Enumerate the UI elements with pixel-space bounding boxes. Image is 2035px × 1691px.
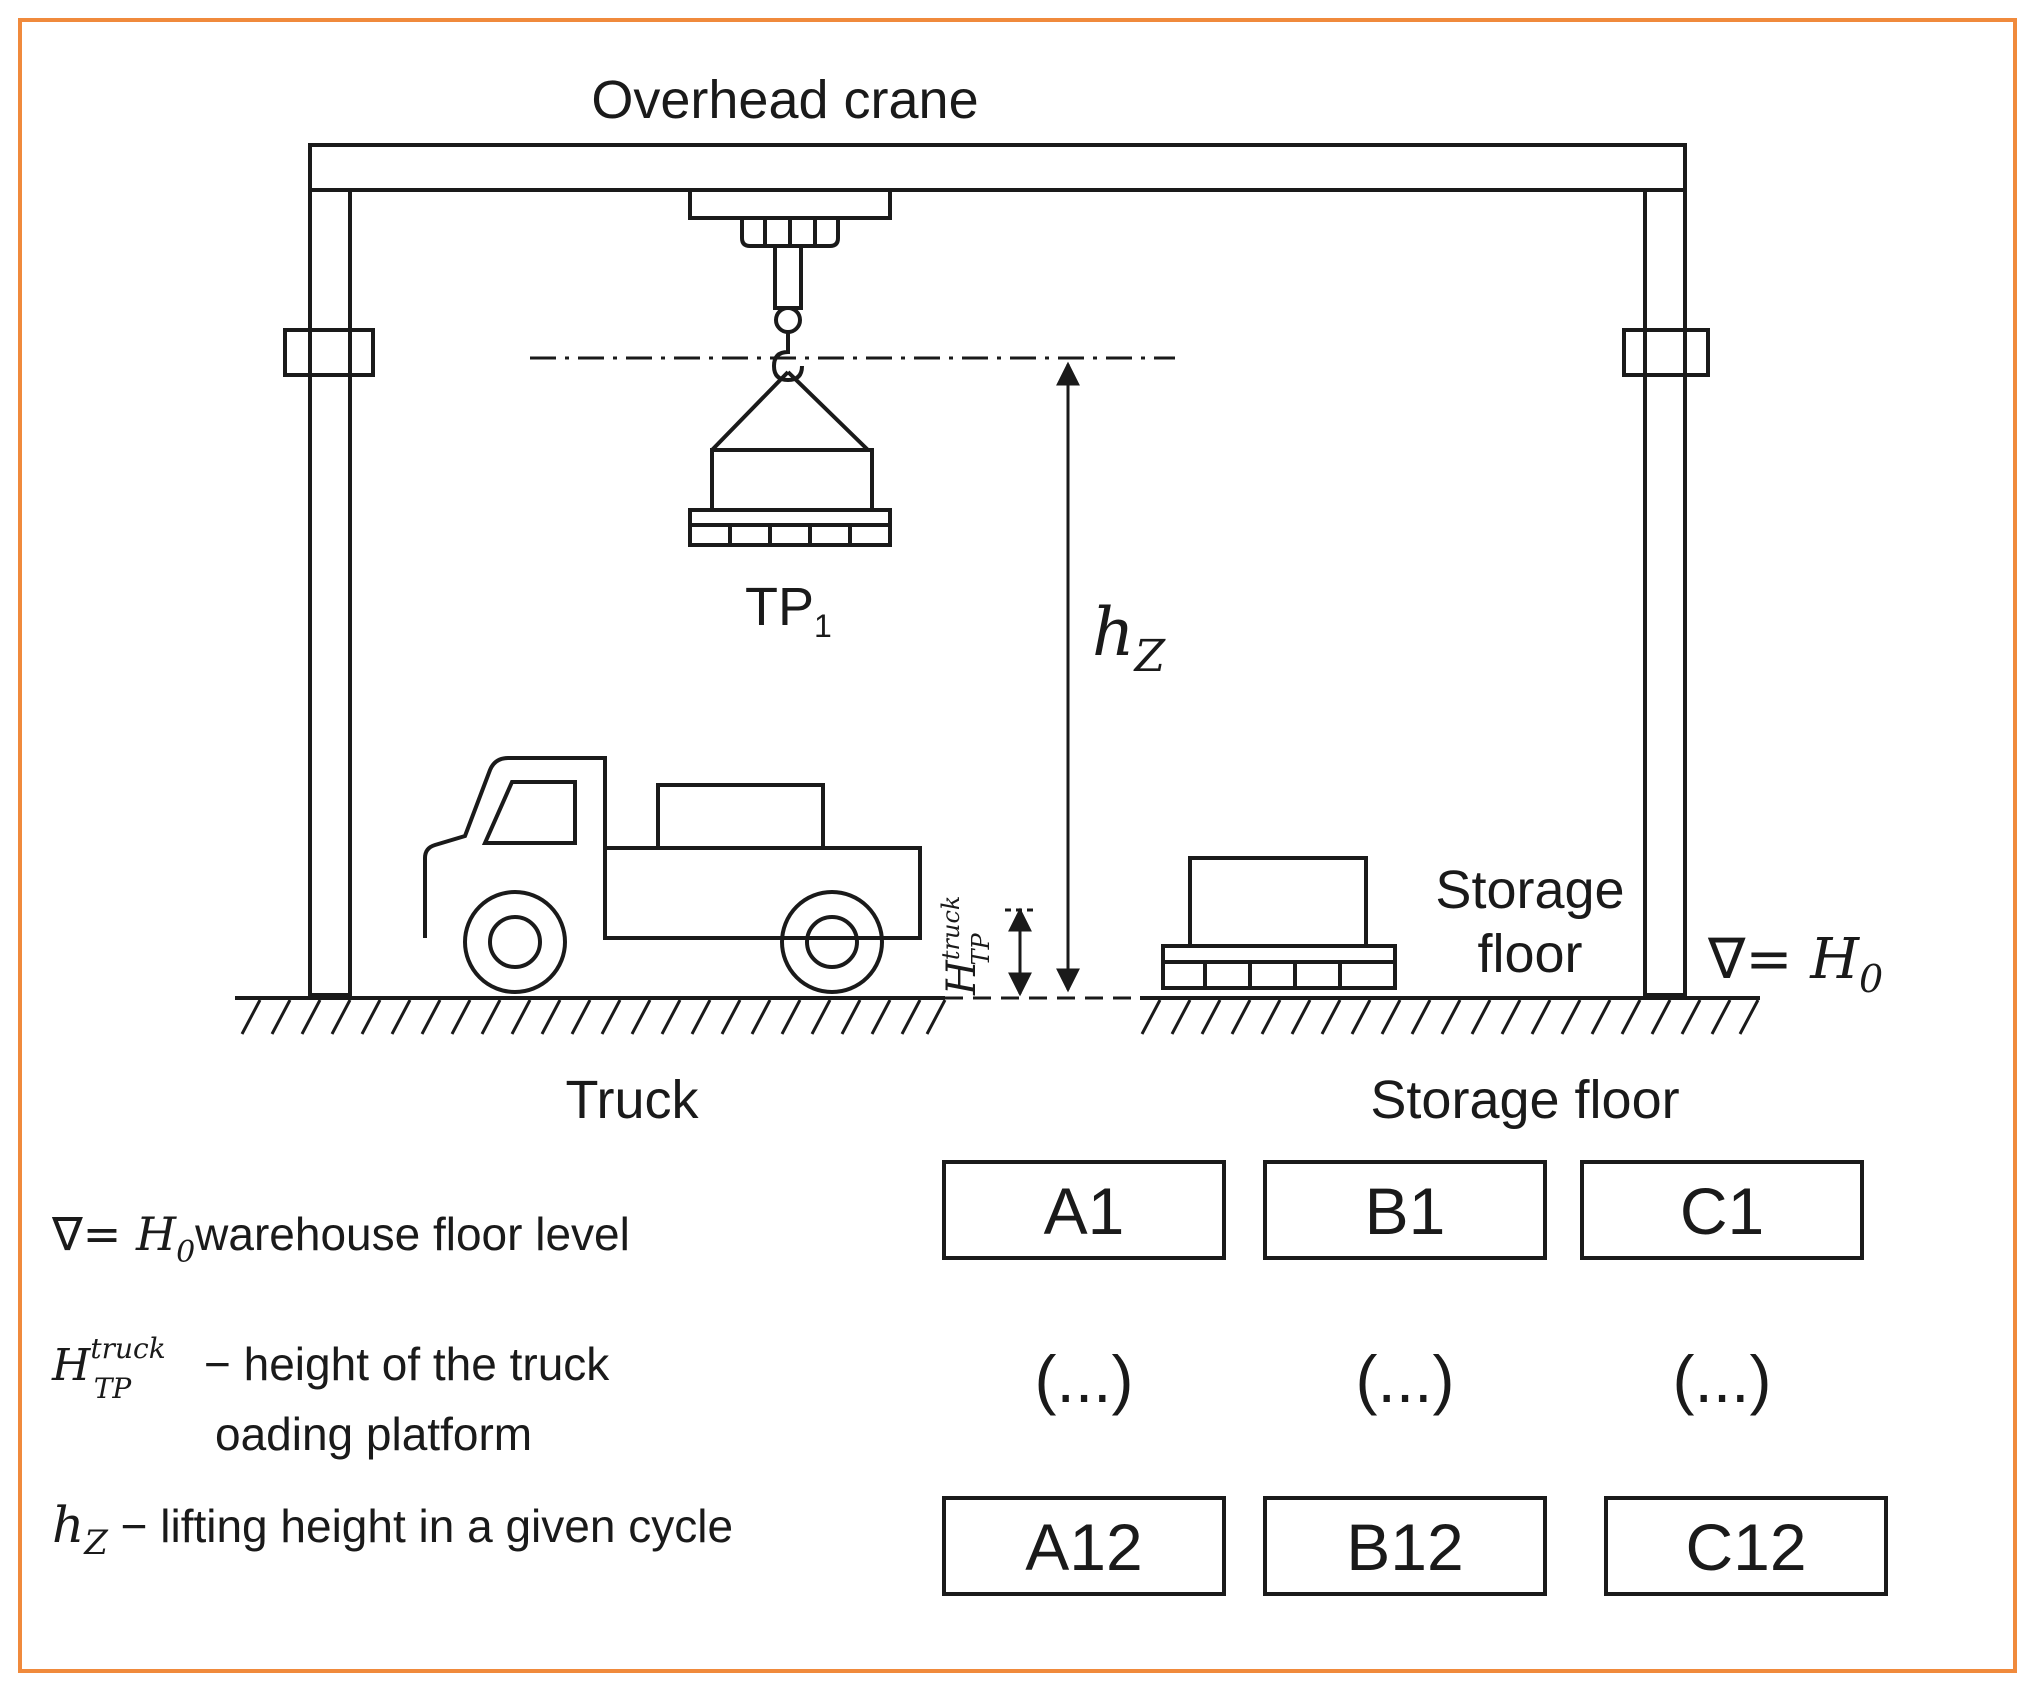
suspended-pallet-base xyxy=(688,523,892,547)
cell-b1-box xyxy=(1263,1160,1547,1260)
storage-pallet-base xyxy=(1161,960,1397,990)
suspended-load xyxy=(710,448,874,512)
legend-truck-height-line2: oading platform xyxy=(215,1408,532,1460)
storage-pallet-blocks xyxy=(1203,962,1342,988)
crane-slings xyxy=(710,370,870,452)
truck-cab-window xyxy=(481,780,577,845)
ground-hatching-right xyxy=(1140,999,1760,1035)
cell-a12-box xyxy=(942,1496,1226,1596)
storage-grid: A1 (...) A12 B1 (...) B12 C1 (...) C12 xyxy=(942,1160,1888,1596)
truck xyxy=(423,756,922,994)
cell-b12-box xyxy=(1263,1496,1547,1596)
storage-floor-pallet xyxy=(1161,856,1397,990)
storage-load xyxy=(1188,856,1368,948)
crane-hook-shaft xyxy=(773,244,803,310)
cell-c1: C1 xyxy=(1680,1174,1764,1248)
truck-cargo xyxy=(656,783,825,850)
truck-bed xyxy=(603,846,922,940)
crane-hook-ring xyxy=(774,306,802,334)
cell-b1: B1 xyxy=(1365,1174,1446,1248)
overhead-crane-label: Overhead crane xyxy=(591,70,978,130)
overhead-crane xyxy=(283,143,1710,997)
suspended-pallet-blocks xyxy=(728,525,852,545)
truck-front-hub xyxy=(488,915,542,969)
truck-caption: Truck xyxy=(566,1070,700,1130)
legend-lift-height: hZ − lifting height in a given cycle xyxy=(52,1496,733,1563)
ground xyxy=(235,996,1760,1035)
cell-a1: A1 xyxy=(1044,1174,1125,1248)
legend-floor-level: ∇= H0warehouse floor level xyxy=(51,1207,630,1270)
crane-trolley-wheels xyxy=(740,218,840,248)
truck-cab xyxy=(423,756,607,938)
cell-c12: C12 xyxy=(1685,1510,1806,1584)
grid-column-b: B1 (...) B12 xyxy=(1263,1160,1547,1596)
crane-trolley xyxy=(688,188,892,220)
cell-c12-box xyxy=(1604,1496,1888,1596)
truck-rear-wheel xyxy=(780,890,884,994)
cell-a12: A12 xyxy=(1025,1510,1142,1584)
crane-left-column xyxy=(308,188,352,997)
storage-floor-caption: Storage floor xyxy=(1370,1070,1679,1130)
floor-level-label: ∇= H0 xyxy=(1707,927,1883,1001)
truck-rear-hub xyxy=(805,915,859,969)
crane-right-bracket xyxy=(1622,328,1710,377)
cell-c-ellipsis: (...) xyxy=(1673,1342,1772,1416)
grid-column-c: C1 (...) C12 xyxy=(1580,1160,1888,1596)
suspended-pallet-deck xyxy=(688,508,892,527)
grid-column-a: A1 (...) A12 xyxy=(942,1160,1226,1596)
truck-front-wheel xyxy=(463,890,567,994)
cell-b12: B12 xyxy=(1346,1510,1463,1584)
storage-floor-label-bottom: floor xyxy=(1477,924,1582,984)
crane-left-bracket xyxy=(283,328,375,377)
cell-a1-box xyxy=(942,1160,1226,1260)
truck-height-label: HtruckTP xyxy=(937,896,995,996)
crane-beam xyxy=(308,143,1687,192)
cell-c1-box xyxy=(1580,1160,1864,1260)
hz-label: hZ xyxy=(1092,594,1167,682)
storage-floor-label-top: Storage xyxy=(1435,860,1624,920)
cell-b-ellipsis: (...) xyxy=(1356,1342,1455,1416)
crane-right-column xyxy=(1643,188,1687,997)
figure-frame xyxy=(18,18,2017,1673)
crane-hook xyxy=(771,332,804,383)
storage-pallet-deck xyxy=(1161,944,1397,964)
tp1-label: TP1 xyxy=(745,577,832,644)
ground-hatching-left xyxy=(240,999,947,1035)
cell-a-ellipsis: (...) xyxy=(1035,1342,1134,1416)
